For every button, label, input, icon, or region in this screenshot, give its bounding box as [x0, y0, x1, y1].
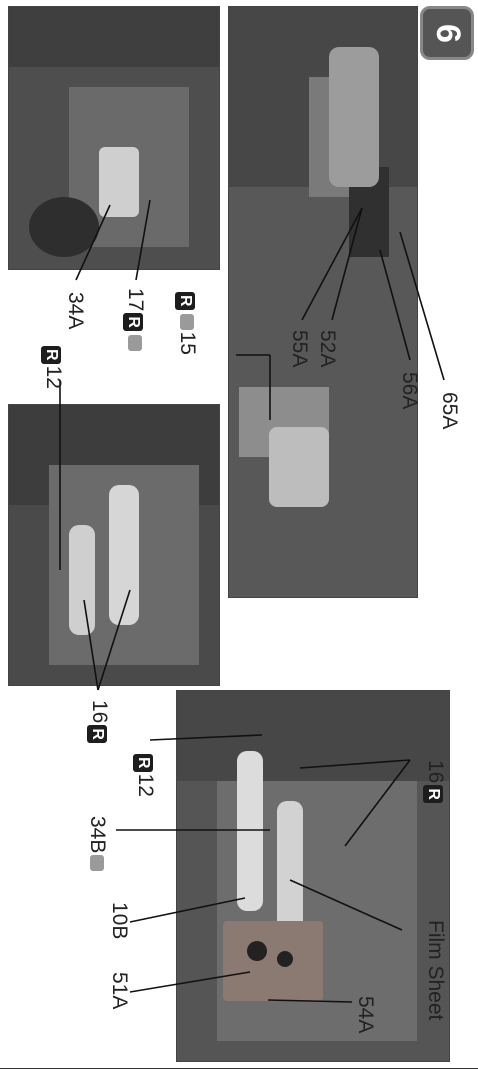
label-16r-mid: 16R	[87, 700, 110, 745]
arrow-icon	[128, 335, 142, 351]
label-r12-top: R12	[41, 344, 64, 389]
arrow-icon	[90, 855, 104, 871]
photo-top-right	[228, 6, 418, 598]
step-number: 6	[427, 24, 466, 43]
arrow-icon	[180, 314, 194, 330]
label-16r-bottom: 16R	[423, 760, 446, 805]
photo-middle-left	[8, 404, 220, 686]
label-54a: 54A	[354, 996, 376, 1033]
label-34b: 34B	[86, 816, 108, 873]
label-55a: 55A	[288, 330, 310, 367]
label-17r: 17R	[123, 288, 146, 353]
label-65a: 65A	[438, 392, 460, 429]
label-r15: R15	[175, 290, 198, 355]
photo-top-left	[8, 6, 220, 270]
label-10b: 10B	[108, 902, 130, 939]
label-51a: 51A	[108, 972, 130, 1009]
step-number-badge: 6	[420, 6, 474, 60]
photo-bottom	[176, 690, 450, 1062]
label-34a: 34A	[64, 292, 86, 329]
label-52a: 52A	[316, 330, 338, 367]
label-r12-bottom: R12	[133, 752, 156, 797]
label-film-sheet: Film Sheet	[424, 920, 446, 1020]
label-56a: 56A	[398, 372, 420, 409]
divider	[0, 1068, 478, 1069]
